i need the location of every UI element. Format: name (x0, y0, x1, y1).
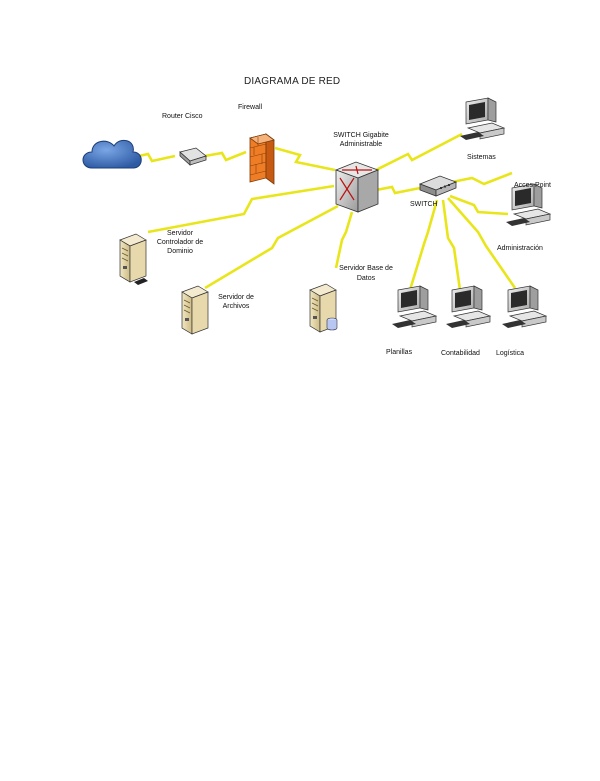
server-dc-icon (119, 233, 148, 285)
label-logistica: Logística (496, 350, 525, 357)
internet-cloud-icon (82, 139, 142, 169)
link-coreswitch-srvdc (147, 184, 335, 234)
label-core-switch-2: Administrable (339, 141, 383, 148)
servers-layer (119, 233, 338, 335)
server-files-icon (181, 285, 209, 335)
label-srv-files-1: Servidor de (218, 294, 254, 301)
label-sistemas: Sistemas (467, 154, 496, 161)
label-srv-files-2: Archivos (222, 303, 250, 310)
core-switch-icon (334, 161, 380, 213)
router-icon (179, 147, 207, 166)
pc-sistemas-icon (460, 97, 506, 140)
label-router: Router Cisco (162, 113, 203, 120)
label-srv-dc-2: Controlador de (156, 239, 204, 246)
link-switch-contabilidad (441, 199, 462, 291)
diagram-title: DIAGRAMA DE RED (244, 76, 341, 87)
pc-logistica-icon (502, 285, 548, 328)
link-switch-planillas (408, 199, 439, 291)
label-access-point: Acces Point (514, 182, 551, 189)
firewall-icon (249, 133, 275, 185)
link-switch-administracion (449, 194, 509, 216)
link-switch-ap (451, 171, 513, 186)
label-administracion: Administración (497, 245, 543, 252)
label-firewall: Firewall (238, 104, 263, 111)
link-coreswitch-srvfiles (204, 204, 339, 290)
switch-icon (418, 175, 458, 197)
link-coreswitch-switch (375, 185, 421, 195)
workstations-layer (392, 97, 552, 328)
label-srv-db-2: Datos (356, 275, 376, 282)
link-switch-logistica (447, 197, 517, 289)
label-srv-dc-1: Servidor (166, 230, 194, 237)
server-db-icon (309, 283, 338, 333)
link-firewall-coreswitch (274, 146, 336, 172)
label-planillas: Planillas (386, 349, 413, 356)
pc-administracion-icon (506, 183, 552, 226)
links-layer (129, 132, 517, 291)
pc-contabilidad-icon (446, 285, 492, 328)
label-core-switch-1: SWITCH Gigabite (333, 132, 389, 139)
pc-planillas-icon (392, 285, 438, 328)
link-router-firewall (204, 150, 247, 162)
label-srv-db-1: Servidor Base de (339, 265, 393, 272)
label-srv-dc-3: Dominio (167, 248, 193, 255)
label-switch: SWITCH (410, 201, 438, 208)
label-contabilidad: Contabilidad (441, 350, 480, 357)
link-coreswitch-sistemas (371, 132, 463, 174)
link-coreswitch-srvdb (334, 211, 354, 269)
